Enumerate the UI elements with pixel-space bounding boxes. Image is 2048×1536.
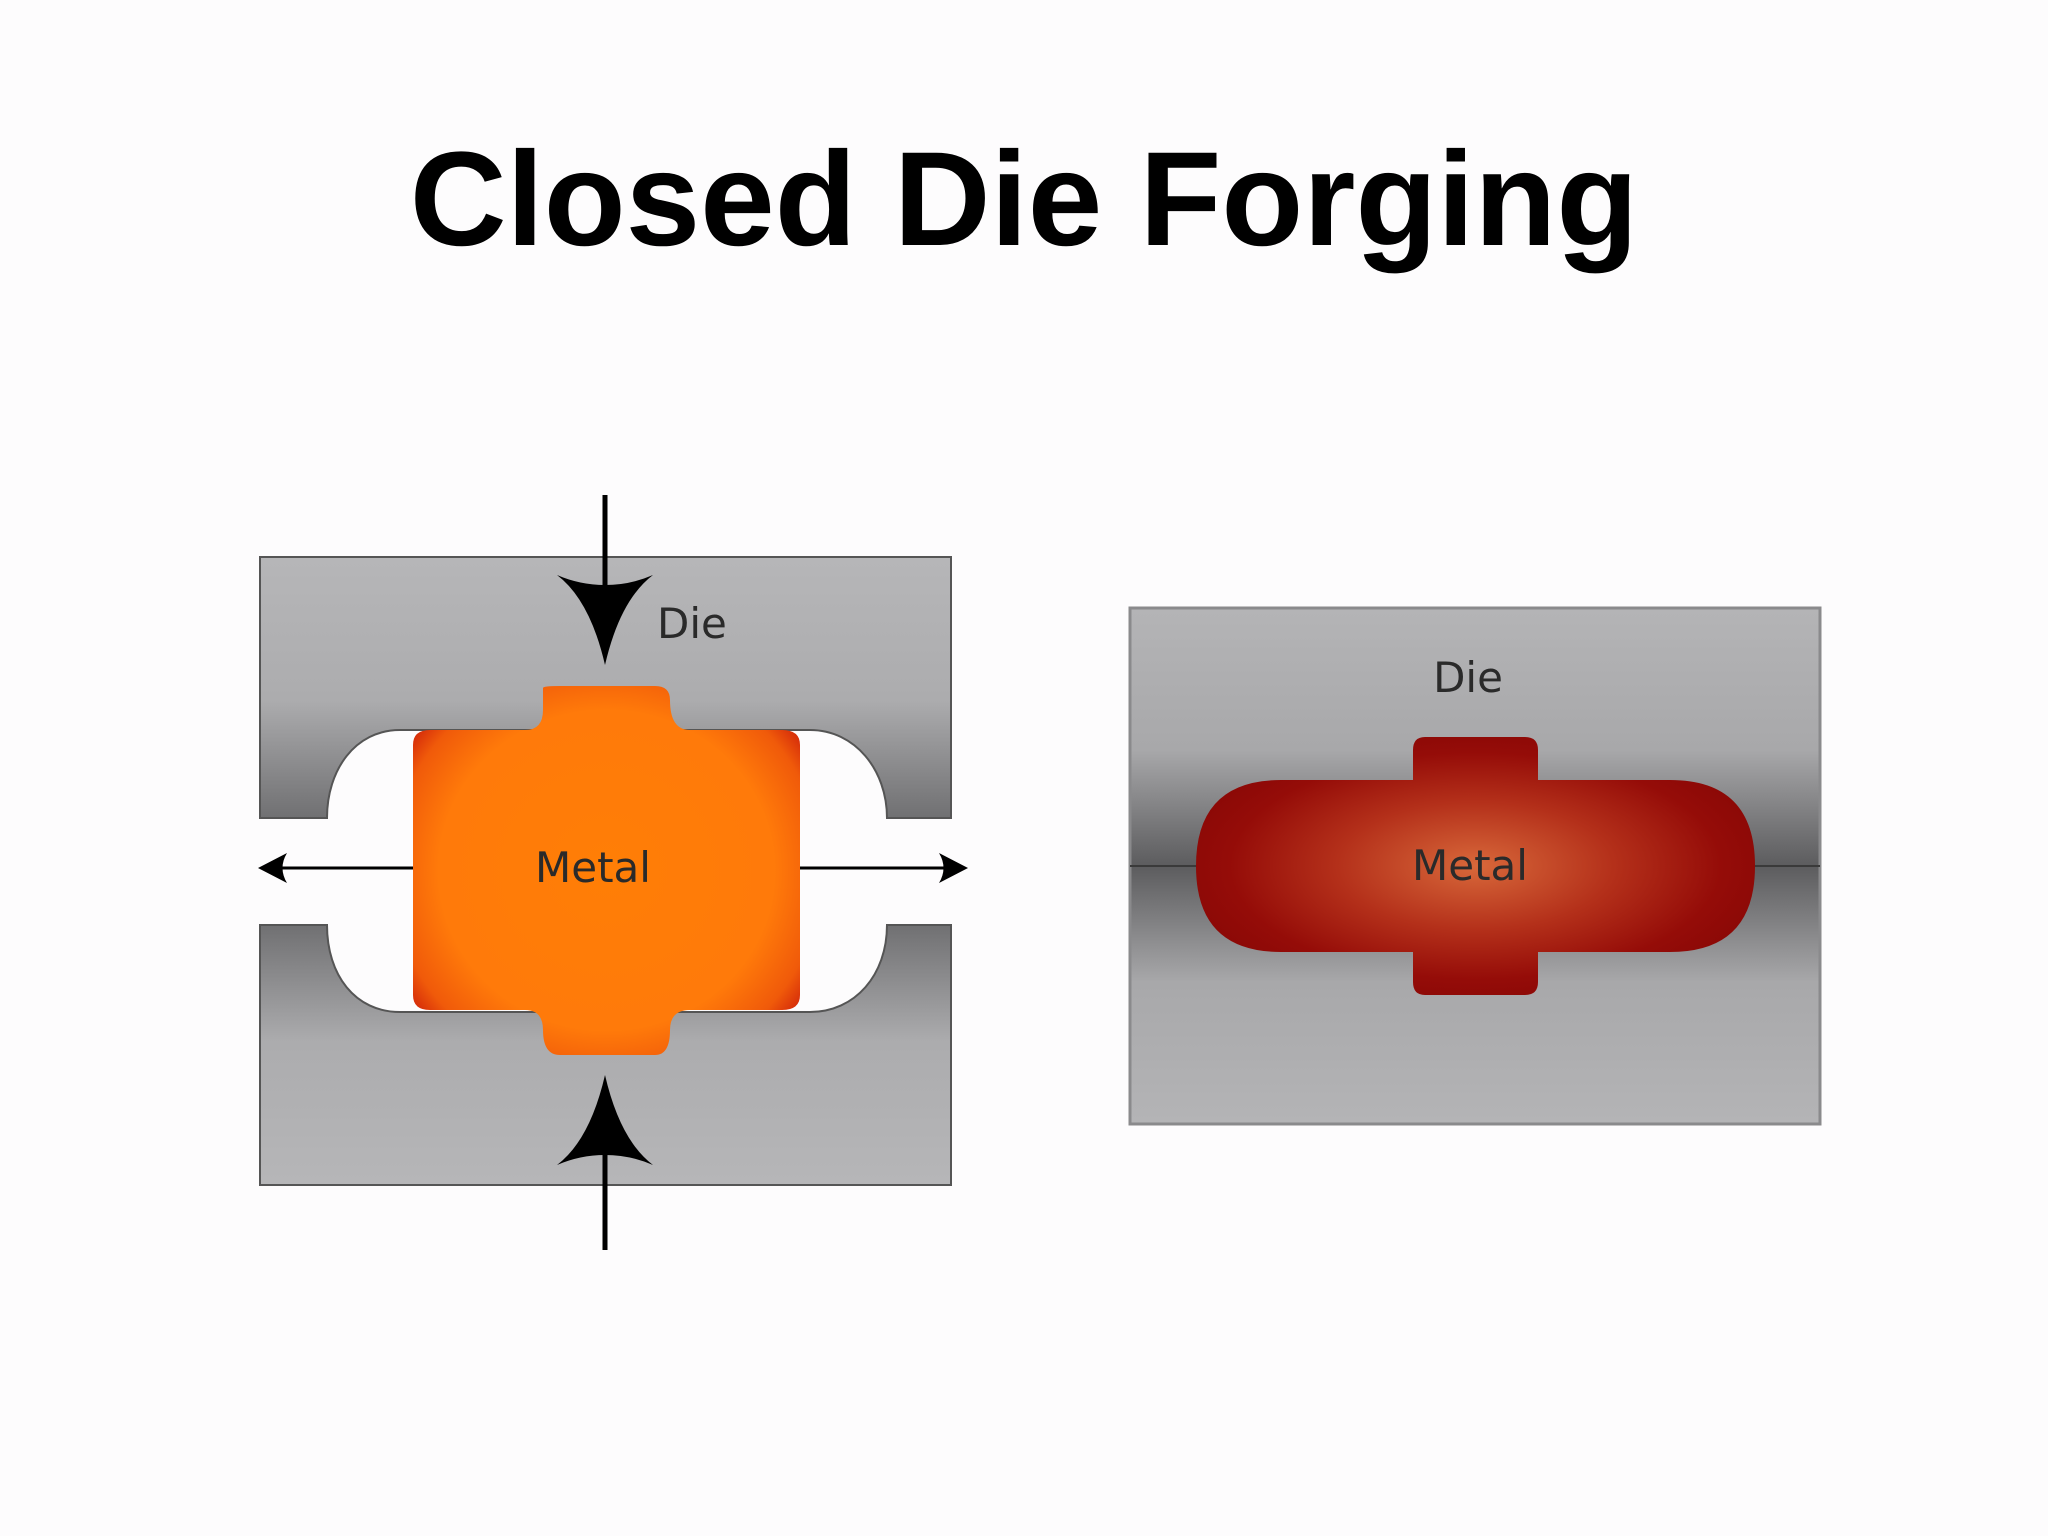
hot-metal-workpiece <box>413 686 800 1055</box>
metal-label-left: Metal <box>535 843 651 892</box>
closed-die-diagram: Die Metal <box>1128 606 1822 1126</box>
metal-label-right: Metal <box>1412 841 1528 890</box>
die-label-right: Die <box>1433 653 1503 702</box>
flash-arrow-right-icon <box>800 853 968 883</box>
die-label-left: Die <box>657 599 727 648</box>
forged-metal-workpiece <box>1196 737 1755 995</box>
press-arrow-up-icon <box>557 1075 653 1250</box>
open-die-diagram: Die Metal <box>258 495 968 1250</box>
flash-arrow-left-icon <box>258 853 413 883</box>
slide-title: Closed Die Forging <box>409 125 1639 274</box>
press-arrow-down-icon <box>557 495 653 665</box>
